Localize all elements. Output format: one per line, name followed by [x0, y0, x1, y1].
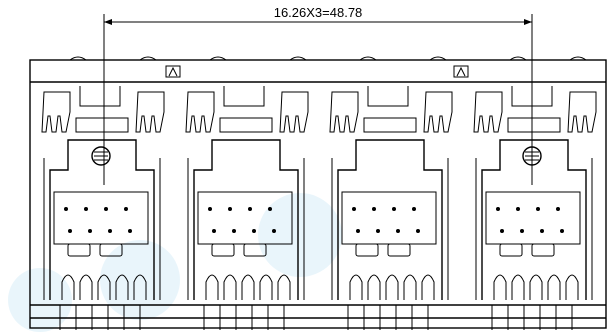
contact-pin: [212, 229, 216, 233]
contact-pin: [252, 229, 256, 233]
led-window-left: [355, 243, 379, 257]
ports-layer: [41, 86, 597, 330]
latch-upper: [511, 86, 553, 107]
spring-finger-left: [473, 91, 503, 133]
dimension-arrow-left: [104, 19, 112, 25]
contact-pin: [232, 229, 236, 233]
port-cavity: [193, 139, 299, 300]
port-cavity: [49, 139, 155, 300]
contact-pin: [352, 207, 356, 211]
contact-pin: [272, 229, 276, 233]
contact-pin: [520, 229, 524, 233]
led-window-left: [67, 243, 91, 257]
contact-pin: [104, 207, 108, 211]
contact-pin: [516, 207, 520, 211]
dimension-label: 16.26X3=48.78: [274, 5, 363, 20]
housing-outline: [29, 59, 607, 329]
port-3: [329, 86, 453, 330]
led-mark-2: [453, 65, 469, 78]
led-window-left: [499, 243, 523, 257]
contact-pin: [248, 207, 252, 211]
contact-pin: [416, 229, 420, 233]
spring-finger-left: [329, 91, 359, 133]
inner-shroud: [341, 191, 437, 245]
contact-pin: [396, 229, 400, 233]
led-window-left: [211, 243, 235, 257]
contact-pin: [88, 229, 92, 233]
contact-pin: [128, 229, 132, 233]
led-window-right: [243, 243, 267, 257]
contact-pin: [208, 207, 212, 211]
dimension-annotation: 16.26X3=48.78: [103, 5, 533, 185]
latch-upper: [367, 86, 409, 107]
screw-left: [91, 146, 111, 166]
latch-upper: [223, 86, 265, 107]
screw-right: [522, 146, 542, 166]
inner-shroud: [485, 191, 581, 245]
led-mark-1-glyph: [168, 66, 178, 77]
spring-contacts: [61, 274, 147, 300]
contact-pin: [228, 207, 232, 211]
latch-block: [363, 117, 417, 133]
contact-pin: [356, 229, 360, 233]
led-window-right: [99, 243, 123, 257]
contact-pin: [376, 229, 380, 233]
port-4: [473, 86, 597, 330]
contact-pin: [68, 229, 72, 233]
spring-contacts: [349, 274, 435, 300]
port-cavity: [337, 139, 443, 300]
contact-pin: [496, 207, 500, 211]
dimension-arrow-right: [524, 19, 532, 25]
latch-upper: [79, 86, 121, 107]
housing: [29, 56, 607, 329]
spring-finger-right: [567, 91, 597, 133]
led-window-right: [531, 243, 555, 257]
contact-pin: [556, 207, 560, 211]
spring-contacts: [493, 274, 579, 300]
contact-pin: [412, 207, 416, 211]
contact-pin: [500, 229, 504, 233]
top-bumps: [69, 56, 587, 61]
spring-contacts: [205, 274, 291, 300]
led-mark-1: [165, 65, 181, 78]
contact-pin: [372, 207, 376, 211]
spring-finger-right: [279, 91, 309, 133]
contact-pin: [108, 229, 112, 233]
contact-pin: [124, 207, 128, 211]
inner-shroud: [53, 191, 149, 245]
contact-pin: [536, 207, 540, 211]
spring-finger-left: [41, 91, 71, 133]
contact-pin: [540, 229, 544, 233]
spring-finger-right: [135, 91, 165, 133]
contact-pin: [268, 207, 272, 211]
contact-pin: [64, 207, 68, 211]
contact-pin: [560, 229, 564, 233]
port-cavity: [481, 139, 587, 300]
contact-pin: [392, 207, 396, 211]
led-mark-2-glyph: [456, 66, 466, 77]
latch-block: [507, 117, 561, 133]
latch-block: [75, 117, 129, 133]
latch-block: [219, 117, 273, 133]
spring-finger-left: [185, 91, 215, 133]
contact-pin: [84, 207, 88, 211]
port-2: [185, 86, 309, 330]
led-window-right: [387, 243, 411, 257]
port-1: [41, 86, 165, 330]
spring-finger-right: [423, 91, 453, 133]
